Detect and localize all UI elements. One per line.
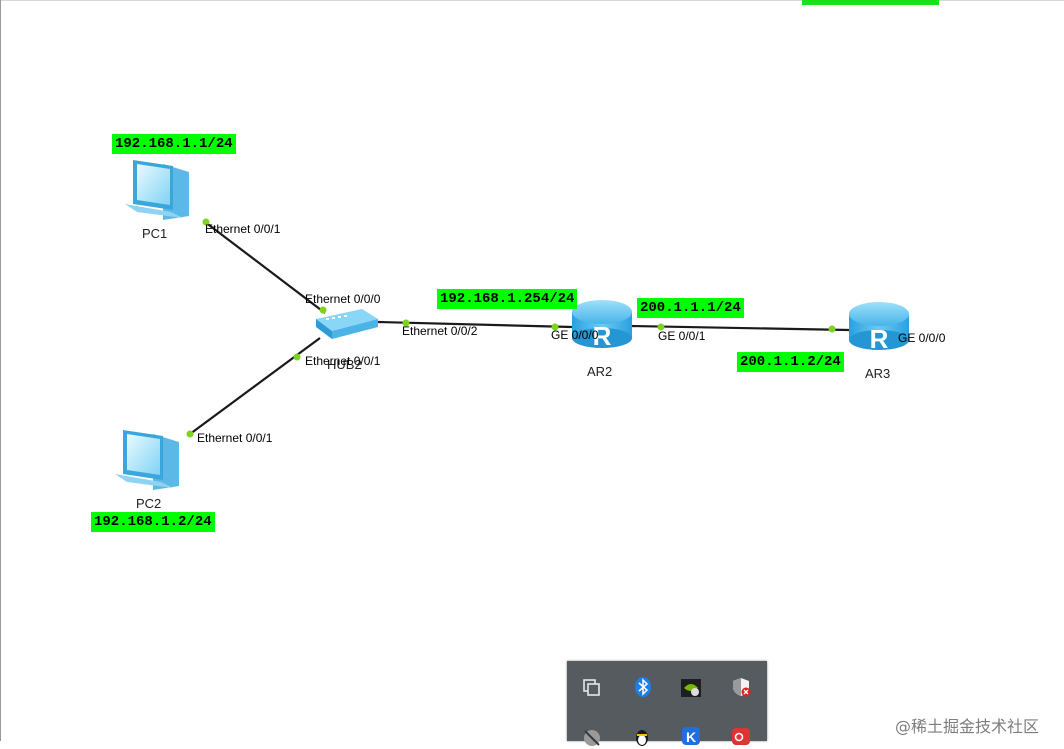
window-left-border xyxy=(0,0,1,741)
port-dots xyxy=(186,218,836,438)
svg-text:K: K xyxy=(686,729,696,745)
hub-name: HUB2 xyxy=(327,357,362,372)
hub-eth2-label: Ethernet 0/0/2 xyxy=(402,324,478,338)
ar2-right-ip-label[interactable]: 200.1.1.1/24 xyxy=(637,298,744,318)
ar2-ge1-label: GE 0/0/1 xyxy=(658,329,706,343)
pc1-icon[interactable] xyxy=(125,160,189,220)
link-ar2-ar3[interactable] xyxy=(630,324,850,332)
ar2-name: AR2 xyxy=(587,364,613,379)
router-r-glyph: R xyxy=(870,324,889,354)
port-dot-hub-eth2 xyxy=(402,319,410,327)
qq-penguin-icon[interactable] xyxy=(631,725,653,747)
port-dot-ar3-ge0 xyxy=(828,325,836,333)
router-r-glyph: R xyxy=(593,321,612,351)
security-warning-icon[interactable] xyxy=(730,676,752,698)
pc1-port-label: Ethernet 0/0/1 xyxy=(205,222,281,236)
pc1-name: PC1 xyxy=(142,226,168,241)
port-dot-pc2 xyxy=(186,430,194,438)
link-pc2-hub[interactable] xyxy=(189,337,321,435)
hub-eth0-label: Ethernet 0/0/0 xyxy=(305,292,381,306)
ar2-ge0-label: GE 0/0/0 xyxy=(551,328,599,342)
link-hub-ar2[interactable] xyxy=(377,320,573,329)
port-dot-pc1 xyxy=(202,218,210,226)
ar2-router-icon[interactable]: R xyxy=(572,300,632,351)
pc2-icon[interactable] xyxy=(115,430,179,490)
pc2-port-label: Ethernet 0/0/1 xyxy=(197,431,273,445)
ar3-ip-label[interactable]: 200.1.1.2/24 xyxy=(737,352,844,372)
system-tray-overflow: K xyxy=(567,661,767,746)
bluetooth-icon[interactable] xyxy=(632,676,654,698)
hub-icon[interactable] xyxy=(316,309,378,339)
window-top-border xyxy=(0,0,1064,1)
hub-eth1-label: Ethernet 0/0/1 xyxy=(305,354,381,368)
task-view-icon[interactable] xyxy=(581,677,603,699)
pc2-ip-label[interactable]: 192.168.1.2/24 xyxy=(91,512,215,532)
port-dot-ar2-ge1 xyxy=(657,323,665,331)
ar2-left-ip-label[interactable]: 192.168.1.254/24 xyxy=(437,289,578,309)
recorder-icon[interactable] xyxy=(730,725,752,747)
port-dot-hub-eth1 xyxy=(293,353,301,361)
k-app-icon[interactable]: K xyxy=(680,725,702,747)
watermark: @稀土掘金技术社区 xyxy=(895,717,1040,736)
ar3-router-icon[interactable]: R xyxy=(849,302,909,354)
partial-ip-label xyxy=(802,0,939,5)
nvidia-icon[interactable] xyxy=(680,677,702,699)
ar3-name: AR3 xyxy=(865,366,891,381)
port-dot-ar2-ge0 xyxy=(551,323,559,331)
pc2-name: PC2 xyxy=(136,496,162,511)
pc1-ip-label[interactable]: 192.168.1.1/24 xyxy=(112,134,236,154)
link-pc1-hub[interactable] xyxy=(204,221,326,314)
links xyxy=(189,221,850,435)
ar3-ge0-label: GE 0/0/0 xyxy=(898,331,946,345)
port-dot-hub-eth0 xyxy=(319,306,327,314)
mute-icon[interactable] xyxy=(581,727,603,749)
